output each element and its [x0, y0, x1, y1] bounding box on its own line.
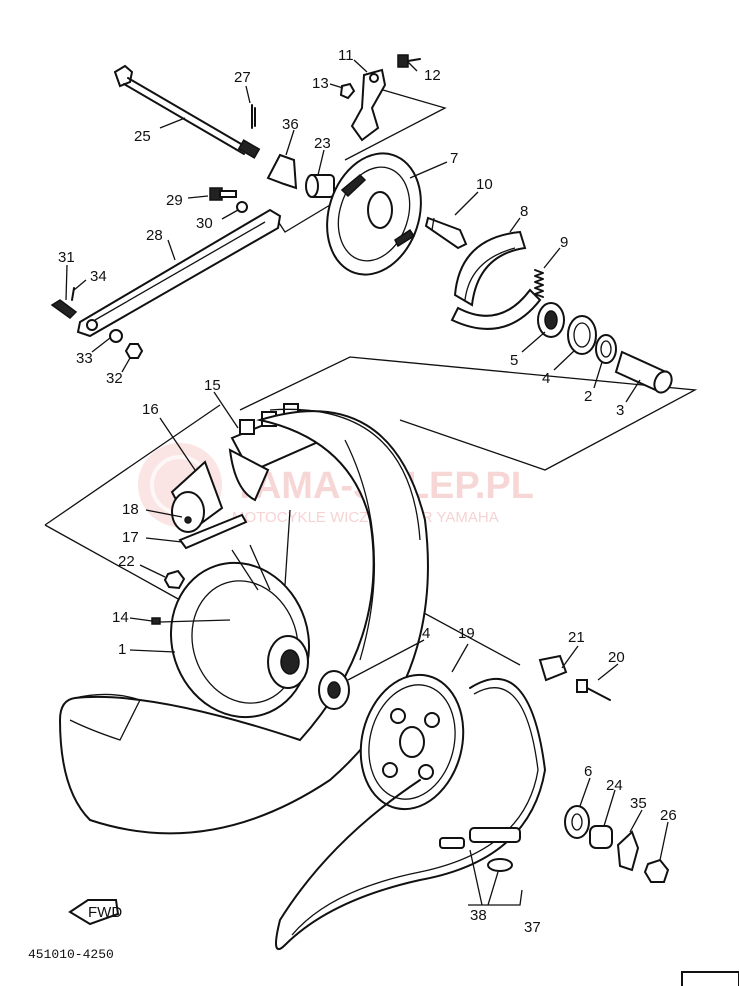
label-17: 17 — [122, 529, 139, 546]
drive-chain — [275, 677, 546, 951]
seal-part-6 — [564, 805, 590, 839]
chain-joint-part-38 — [439, 827, 521, 872]
label-28: 28 — [146, 227, 163, 244]
label-16: 16 — [142, 401, 159, 418]
spring-part-9 — [534, 269, 544, 298]
corner-logo-fragment — [681, 971, 739, 986]
label-2: 2 — [584, 388, 592, 405]
bolt-part-29 — [209, 187, 237, 201]
rear-sprocket-part-19 — [359, 673, 465, 811]
torque-arm-part-28 — [76, 208, 282, 338]
label-31: 31 — [58, 249, 75, 266]
label-15: 15 — [204, 377, 221, 394]
label-14: 14 — [112, 609, 129, 626]
label-10: 10 — [476, 176, 493, 193]
label-6: 6 — [584, 763, 592, 780]
diagram-code: 451010-4250 — [28, 947, 114, 962]
bearing-part-4-lower — [318, 670, 350, 710]
collar-part-24 — [589, 825, 613, 849]
wheel-hub-part-1 — [159, 509, 311, 719]
bolt-part-20 — [576, 679, 611, 701]
chain-adjuster-part-21 — [538, 654, 568, 682]
washer-part-30 — [236, 201, 248, 213]
brake-plate-part-7 — [326, 152, 422, 276]
plate-part-17 — [178, 513, 248, 550]
label-1: 1 — [118, 641, 126, 658]
label-26: 26 — [660, 807, 677, 824]
plate-part-35 — [616, 830, 640, 872]
label-9: 9 — [560, 234, 568, 251]
label-4-lower: 4 — [422, 625, 430, 642]
bolt-part-31 — [50, 299, 78, 319]
label-23: 23 — [314, 135, 331, 152]
label-18: 18 — [122, 501, 139, 518]
bearing-part-5 — [537, 302, 565, 338]
label-20: 20 — [608, 649, 625, 666]
part-number-labels: 27 25 36 23 29 30 28 31 34 33 32 11 12 1… — [58, 47, 677, 936]
damper-part-16 — [170, 460, 224, 533]
washer-part-33 — [109, 329, 123, 343]
nut-part-13 — [339, 82, 356, 100]
collar-part-3 — [614, 350, 673, 394]
tire-rim — [58, 408, 429, 835]
label-24: 24 — [606, 777, 623, 794]
label-33: 33 — [76, 350, 93, 367]
label-19: 19 — [458, 625, 475, 642]
label-37: 37 — [524, 919, 541, 936]
bearing-part-4-upper — [567, 315, 597, 355]
label-8: 8 — [520, 203, 528, 220]
bracket-part-36 — [266, 153, 298, 190]
label-25: 25 — [134, 128, 151, 145]
label-13: 13 — [312, 75, 329, 92]
seal-part-2 — [595, 334, 617, 364]
leader-lines — [65, 59, 669, 906]
label-3: 3 — [616, 402, 624, 419]
collar-part-23 — [305, 174, 335, 198]
brake-shoes-part-8 — [450, 230, 542, 330]
label-34: 34 — [90, 268, 107, 285]
label-32: 32 — [106, 370, 123, 387]
pin-part-34 — [71, 287, 75, 301]
fwd-arrow: FWD — [68, 899, 122, 926]
label-7: 7 — [450, 150, 458, 167]
watermark-subtitle: MOTOCYKLE WICZ DEALER YAMAHA — [232, 509, 499, 526]
label-22: 22 — [118, 553, 135, 570]
label-21: 21 — [568, 629, 585, 646]
spoke-nipple-part-14 — [151, 617, 161, 625]
nut-part-26 — [643, 858, 670, 883]
fwd-label: FWD — [88, 904, 122, 921]
label-30: 30 — [196, 215, 213, 232]
camshaft-part-10 — [424, 216, 468, 250]
label-4-upper: 4 — [542, 370, 550, 387]
bolt-part-18 — [184, 516, 192, 524]
bolt-part-12 — [397, 54, 421, 68]
label-29: 29 — [166, 192, 183, 209]
label-5: 5 — [510, 352, 518, 369]
label-11: 11 — [338, 47, 354, 64]
label-35: 35 — [630, 795, 647, 812]
label-27: 27 — [234, 69, 251, 86]
nut-part-32 — [124, 343, 144, 359]
cam-lever-part-11 — [350, 68, 387, 142]
cotter-pin-part-27 — [251, 104, 256, 129]
label-38: 38 — [470, 907, 487, 924]
label-12: 12 — [424, 67, 441, 84]
nut-part-22 — [163, 569, 186, 590]
label-36: 36 — [282, 116, 299, 133]
